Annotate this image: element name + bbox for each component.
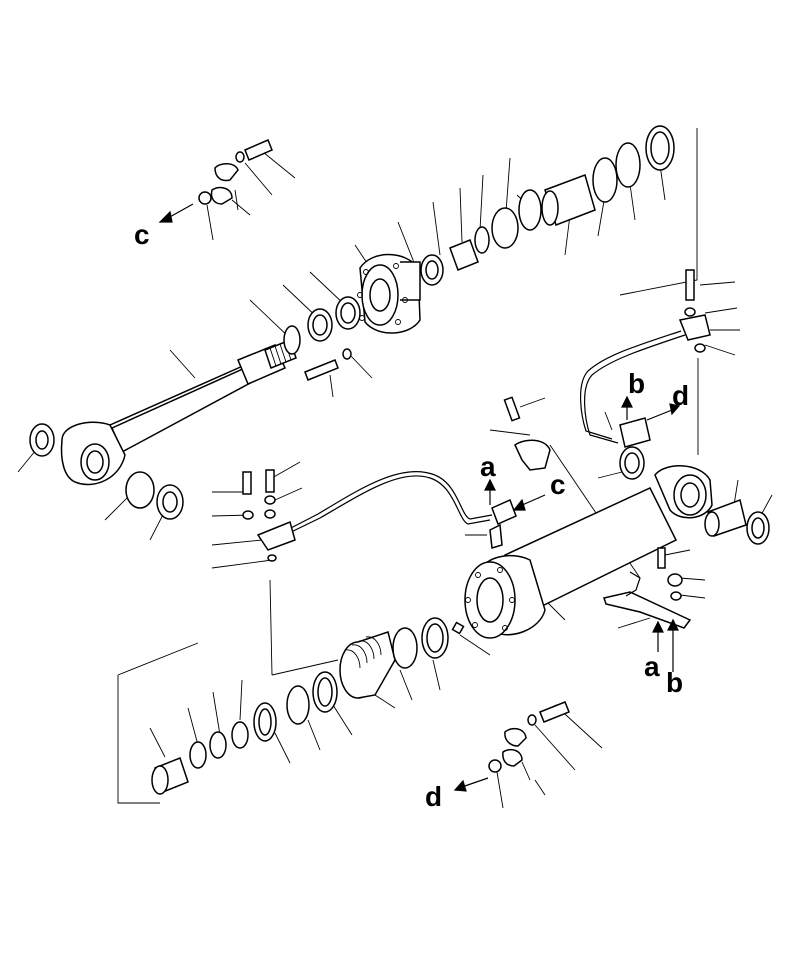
callout-labels: c a c b d a b d bbox=[134, 219, 689, 812]
piston-rod bbox=[60, 339, 297, 486]
seal-rings bbox=[29, 125, 770, 769]
cylinder-head bbox=[357, 253, 421, 334]
callout-b-bottom: b bbox=[666, 667, 683, 698]
callout-d-bottom: d bbox=[425, 781, 442, 812]
callout-d-right: d bbox=[672, 380, 689, 411]
bolts-and-washers bbox=[198, 139, 711, 773]
piston bbox=[151, 631, 396, 795]
callout-arrows bbox=[158, 203, 681, 792]
cylinder-tube bbox=[464, 465, 713, 639]
leader-lines bbox=[17, 128, 773, 809]
callout-b-right: b bbox=[628, 368, 645, 399]
callout-c-mid: c bbox=[550, 469, 566, 500]
callout-a-mid: a bbox=[480, 451, 496, 482]
callout-c-top: c bbox=[134, 219, 150, 250]
hose-lines bbox=[284, 330, 692, 629]
callout-a-bottom: a bbox=[644, 651, 660, 682]
